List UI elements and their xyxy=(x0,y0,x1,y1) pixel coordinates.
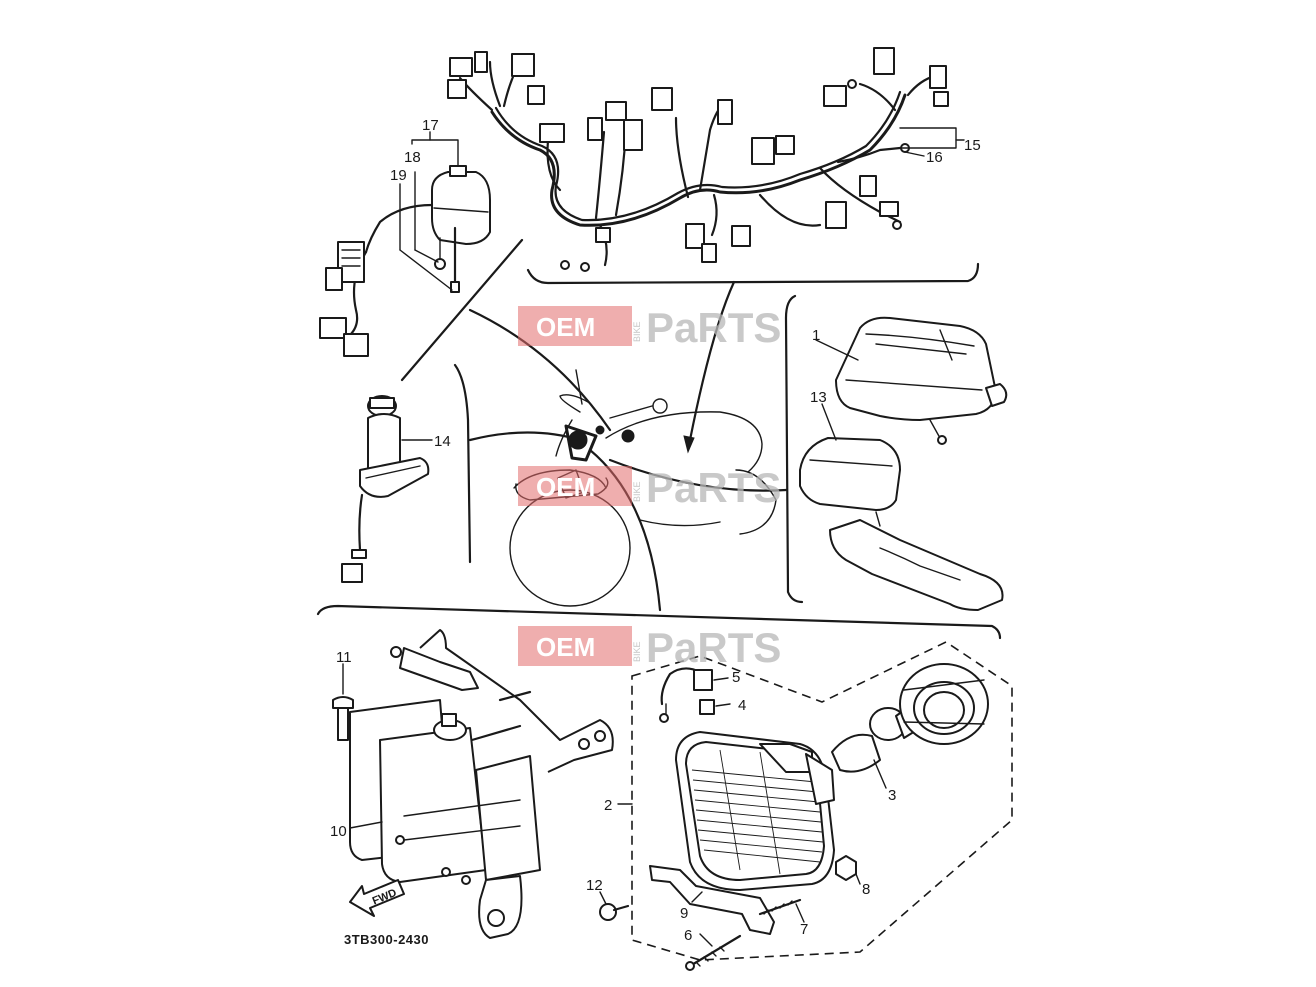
callout-14: 14 xyxy=(434,433,451,450)
watermark-bottom: OEM BIKE PaRTS xyxy=(518,624,781,671)
watermark-middle-text: BIKE xyxy=(632,641,642,662)
watermark-right-text: PaRTS xyxy=(646,464,781,511)
main-wire-harness xyxy=(447,47,965,272)
section-dividers xyxy=(316,238,1002,640)
callout-12: 12 xyxy=(586,877,603,894)
watermark-left-text: OEM xyxy=(536,632,595,662)
watermark-middle-text: BIKE xyxy=(632,321,642,342)
watermark-middle: OEM BIKE PaRTS xyxy=(518,464,781,511)
callout-3: 3 xyxy=(888,787,896,804)
callout-labels: 1 2 3 4 5 6 7 8 9 10 11 12 13 14 15 16 1… xyxy=(330,117,981,944)
callout-17: 17 xyxy=(422,117,439,134)
callout-10: 10 xyxy=(330,823,347,840)
diagram-reference-code: 3TB300-2430 xyxy=(344,932,429,947)
callout-6: 6 xyxy=(684,927,692,944)
callout-8: 8 xyxy=(862,881,870,898)
main-switch-assembly xyxy=(341,395,433,583)
headlight-assembly xyxy=(599,641,1013,971)
callout-7: 7 xyxy=(800,921,808,938)
callout-18: 18 xyxy=(404,149,421,166)
callout-15: 15 xyxy=(964,137,981,154)
forward-arrow: FWD xyxy=(349,879,405,917)
callout-5: 5 xyxy=(732,669,740,686)
watermark-top: OEM BIKE PaRTS xyxy=(518,304,781,351)
callout-13: 13 xyxy=(810,389,827,406)
handlebar-switch-assembly xyxy=(319,131,491,357)
callout-19: 19 xyxy=(390,167,407,184)
watermark-left-text: OEM xyxy=(536,472,595,502)
callout-16: 16 xyxy=(926,149,943,166)
callout-11: 11 xyxy=(336,649,352,666)
callout-9: 9 xyxy=(680,905,688,922)
meter-assembly xyxy=(799,316,1008,611)
watermark-left-text: OEM xyxy=(536,312,595,342)
headlight-stay-bracket xyxy=(332,629,614,939)
watermark-right-text: PaRTS xyxy=(646,304,781,351)
callout-1: 1 xyxy=(812,327,820,344)
watermark-middle-text: BIKE xyxy=(632,481,642,502)
callout-4: 4 xyxy=(738,697,746,714)
watermark-right-text: PaRTS xyxy=(646,624,781,671)
callout-2: 2 xyxy=(604,797,612,814)
